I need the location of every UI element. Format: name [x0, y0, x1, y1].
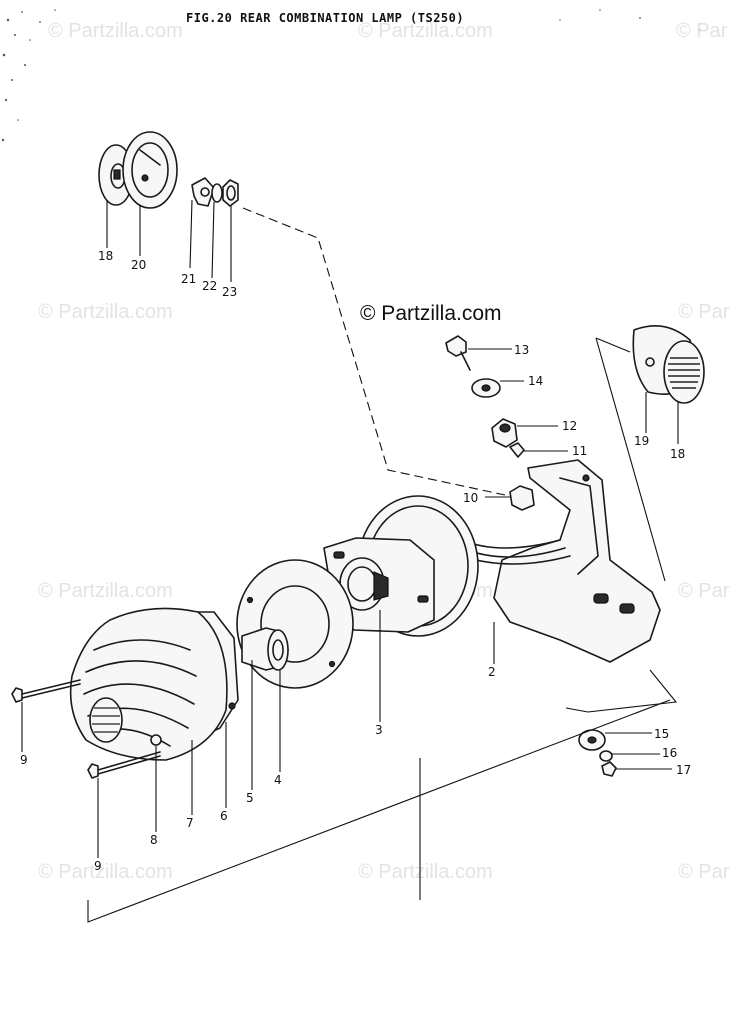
license-lamp-small-group [98, 131, 506, 496]
callout-8: 8 [150, 833, 158, 847]
callout-2: 2 [488, 665, 496, 679]
callout-4: 4 [274, 773, 282, 787]
watermark-faint: © Partzilla.com [38, 580, 173, 602]
callout-12: 12 [562, 419, 577, 433]
tail-lamp-right-group [595, 324, 705, 582]
callout-14: 14 [528, 374, 543, 388]
washer-part-22 [211, 183, 223, 203]
callout-9: 9 [94, 859, 102, 873]
lock-washer-part-21 [191, 177, 215, 207]
mounting-hardware-group [578, 729, 672, 777]
callout-19: 19 [634, 434, 649, 448]
callout-20: 20 [131, 258, 146, 272]
scan-noise [1, 9, 701, 142]
callout-13: 13 [514, 343, 529, 357]
callout-17: 17 [676, 763, 691, 777]
spacer-part-11 [509, 442, 525, 458]
screw-part-9 [11, 679, 81, 703]
watermark-faint: © Par [676, 20, 728, 42]
grommet-part-10 [509, 485, 535, 511]
callout-16: 16 [662, 746, 677, 760]
callout-22: 22 [202, 279, 217, 293]
screw-part-8 [150, 734, 162, 746]
screw-part-9 [87, 751, 161, 779]
nut-part-17 [601, 761, 617, 777]
watermark-faint: © Partzilla.com [358, 861, 493, 883]
assembly-frame [87, 669, 678, 923]
callout-11: 11 [572, 444, 587, 458]
watermark-faint: © Partzilla.com [38, 301, 173, 323]
bolt-part-13 [445, 335, 467, 357]
callout-labels: 2 3 4 5 6 7 8 9 9 10 11 12 13 14 15 16 1… [20, 249, 691, 873]
callout-5: 5 [246, 791, 254, 805]
watermark-main: © Partzilla.com [360, 302, 502, 325]
nut-part-23 [222, 179, 239, 207]
lens-assembly-group [11, 607, 239, 858]
callout-3: 3 [375, 723, 383, 737]
watermark-faint: © Partzilla.com [38, 861, 173, 883]
callout-21: 21 [181, 272, 196, 286]
callout-10: 10 [463, 491, 478, 505]
callout-7: 7 [186, 816, 194, 830]
bulb-part-5 [241, 627, 289, 790]
callout-15: 15 [654, 727, 669, 741]
collar-part-12 [491, 418, 518, 448]
washer-part-16 [599, 750, 613, 762]
bracket-part-2 [461, 459, 661, 664]
callout-18: 18 [98, 249, 113, 263]
watermark-faint: © Partzilla.com [358, 20, 493, 42]
watermark-faint: © Par [678, 580, 730, 602]
figure-title: FIG.20 REAR COMBINATION LAMP (TS250) [186, 11, 464, 25]
callout-9: 9 [20, 753, 28, 767]
watermark-faint: © Partzilla.com [48, 20, 183, 42]
bracket-hardware-group [445, 335, 568, 511]
callout-18: 18 [670, 447, 685, 461]
lens-part-7 [69, 607, 228, 761]
callout-6: 6 [220, 809, 228, 823]
callout-23: 23 [222, 285, 237, 299]
watermark-faint: © Par [678, 861, 730, 883]
lens-part-18 [663, 340, 705, 404]
watermark-faint: © Par [678, 301, 730, 323]
